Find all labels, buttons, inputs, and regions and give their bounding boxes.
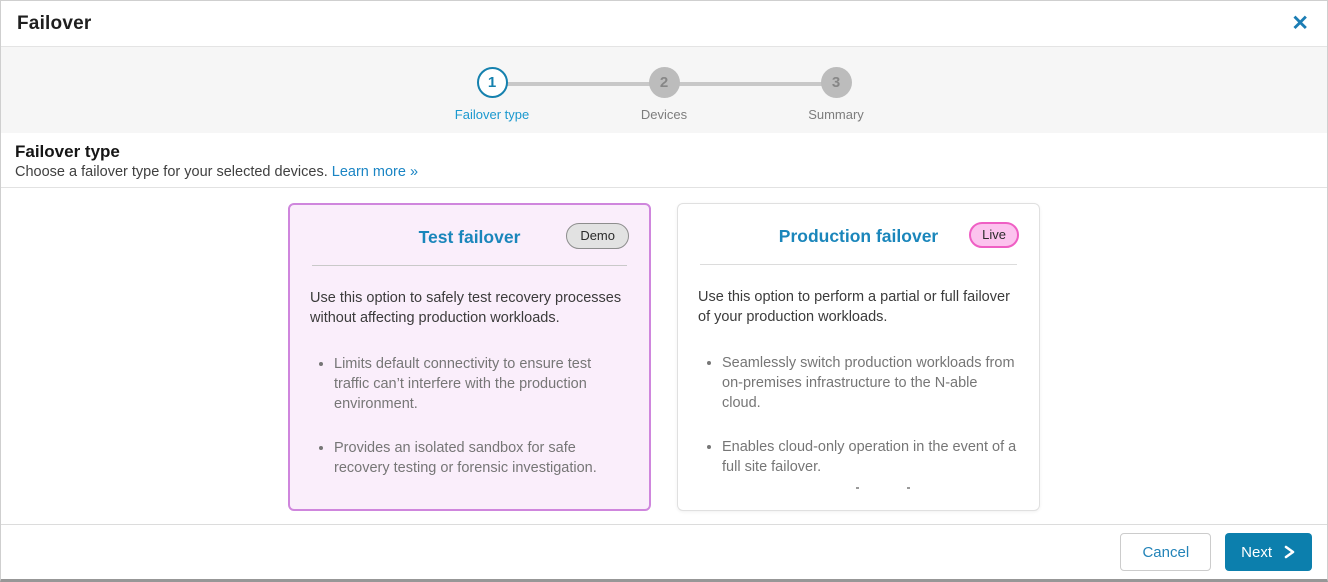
test-failover-bullets: Limits default connectivity to ensure te… — [310, 354, 629, 478]
chevron-right-icon — [1284, 545, 1295, 559]
learn-more-link[interactable]: Learn more » — [331, 164, 419, 180]
bullet-item: Enables cloud-only operation in the even… — [722, 437, 1019, 477]
failover-type-options: Test failover Demo Use this option to sa… — [1, 188, 1327, 524]
section-header: Failover type Choose a failover type for… — [1, 133, 1327, 188]
bullet-item: Limits default connectivity to ensure te… — [334, 354, 629, 414]
dialog-title: Failover — [17, 12, 92, 34]
card-head: Test failover Demo — [310, 222, 629, 252]
test-failover-card[interactable]: Test failover Demo Use this option to sa… — [288, 203, 651, 511]
wizard-stepper: 1 Failover type 2 Devices 3 Summary — [1, 47, 1327, 133]
demo-badge: Demo — [566, 223, 629, 249]
card-head: Production failover Live — [698, 221, 1019, 251]
next-button[interactable]: Next — [1225, 533, 1312, 571]
production-failover-card[interactable]: Production failover Live Use this option… — [677, 203, 1040, 511]
production-failover-intro: Use this option to perform a partial or … — [698, 289, 1010, 325]
test-failover-intro: Use this option to safely test recovery … — [310, 290, 622, 326]
step-3-circle: 3 — [820, 67, 852, 98]
bullet-item: Provides an isolated sandbox for safe re… — [334, 438, 629, 478]
step-devices[interactable]: 2 Devices — [578, 67, 750, 122]
step-2-label: Devices — [640, 107, 688, 122]
step-3-label: Summary — [808, 107, 864, 122]
dialog-header: Failover ✕ — [1, 1, 1327, 47]
live-badge: Live — [969, 222, 1019, 248]
production-failover-bullets: Seamlessly switch production workloads f… — [698, 353, 1019, 477]
dialog-footer: Cancel Next — [1, 524, 1327, 579]
clipped-text-remnant — [678, 487, 1039, 490]
bullet-item: Seamlessly switch production workloads f… — [722, 353, 1019, 413]
subtitle-text: Choose a failover type for your selected… — [15, 164, 328, 180]
section-subtitle: Choose a failover type for your selected… — [15, 164, 1313, 180]
step-1-label: Failover type — [454, 107, 530, 122]
test-failover-title: Test failover — [418, 226, 521, 247]
card-title-divider — [312, 265, 627, 266]
card-title-divider — [700, 264, 1017, 265]
step-summary[interactable]: 3 Summary — [750, 67, 922, 122]
next-button-label: Next — [1241, 543, 1272, 561]
step-1-circle: 1 — [476, 67, 508, 98]
close-icon[interactable]: ✕ — [1291, 12, 1309, 35]
page-title: Failover type — [15, 142, 120, 161]
step-failover-type[interactable]: 1 Failover type — [406, 67, 578, 122]
production-failover-title: Production failover — [778, 225, 939, 246]
step-2-circle: 2 — [648, 67, 680, 98]
cancel-button[interactable]: Cancel — [1120, 533, 1212, 571]
